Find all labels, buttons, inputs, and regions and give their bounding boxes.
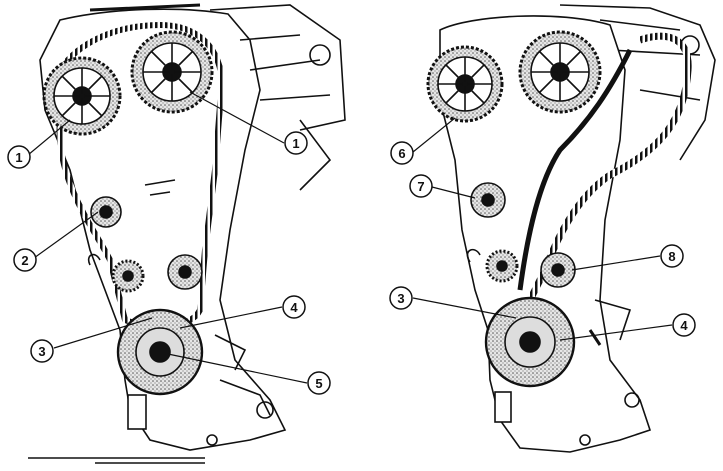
callout-right-4: 4 bbox=[672, 313, 696, 337]
callout-label: 4 bbox=[290, 300, 298, 315]
callout-label: 8 bbox=[668, 249, 675, 264]
callout-label: 3 bbox=[38, 344, 45, 359]
callout-label: 3 bbox=[397, 291, 404, 306]
callout-left-2: 2 bbox=[13, 248, 37, 272]
callout-left-1a: 1 bbox=[7, 145, 31, 169]
callout-left-1b: 1 bbox=[284, 131, 308, 155]
camshaft-sprocket-exhaust-right bbox=[518, 30, 602, 114]
callout-right-3: 3 bbox=[389, 286, 413, 310]
callout-label: 4 bbox=[680, 318, 688, 333]
right-engine-illustration bbox=[426, 4, 716, 453]
callout-right-8: 8 bbox=[660, 244, 684, 268]
left-leader-lines bbox=[27, 91, 308, 384]
callout-left-3: 3 bbox=[30, 339, 54, 363]
callout-label: 7 bbox=[417, 179, 424, 194]
callout-label: 6 bbox=[398, 146, 405, 161]
camshaft-sprocket-intake-right bbox=[426, 45, 504, 123]
camshaft-sprocket-exhaust-left bbox=[130, 30, 214, 114]
callout-label: 2 bbox=[21, 253, 28, 268]
left-engine-illustration bbox=[39, 3, 346, 451]
camshaft-sprocket-intake-left bbox=[42, 56, 122, 136]
callout-label: 5 bbox=[315, 376, 322, 391]
tensioner-pulley-right bbox=[540, 252, 576, 288]
callout-left-5: 5 bbox=[307, 371, 331, 395]
callout-label: 1 bbox=[15, 150, 22, 165]
callout-right-6: 6 bbox=[390, 141, 414, 165]
callout-right-7: 7 bbox=[409, 174, 433, 198]
callout-left-4: 4 bbox=[282, 295, 306, 319]
crankshaft-pulley-right bbox=[484, 296, 576, 388]
idler-pulley-right bbox=[470, 182, 506, 218]
right-leader-lines bbox=[412, 117, 673, 341]
crankshaft-pulley-left bbox=[116, 308, 204, 396]
idler-pulley-left bbox=[90, 196, 122, 228]
callout-label: 1 bbox=[292, 136, 299, 151]
